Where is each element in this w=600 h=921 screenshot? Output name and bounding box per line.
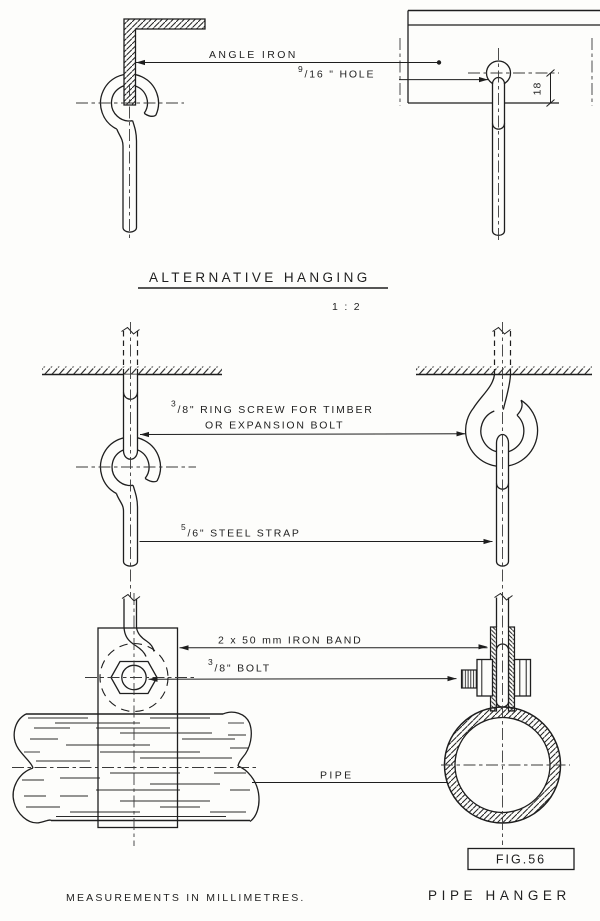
iron-band-text: 2 x 50 mm IRON BAND [218, 635, 362, 647]
ring-screw-text-line2: OR EXPANSION BOLT [205, 420, 344, 432]
fig-ring-screw-side [42, 322, 222, 597]
angle-iron-text: ANGLE IRON [209, 49, 298, 61]
pipe-text: PIPE [320, 770, 354, 782]
fig-plate-hole: 18 [399, 9, 600, 243]
arrowhead-right [483, 538, 493, 545]
bolt-nut [476, 658, 494, 697]
ceiling-hatch [42, 366, 222, 375]
bolt-text: /8" BOLT [215, 663, 271, 675]
ring-screw-sup-text: 3 [171, 399, 177, 409]
iron-band-front [97, 627, 179, 829]
label-hole: 9 /16 " HOLE [298, 64, 488, 83]
fig-hanger-front [12, 593, 260, 846]
arrowhead-right [447, 676, 457, 682]
fig-angle-iron-hook [76, 18, 206, 241]
leader-dot [436, 60, 442, 65]
scale-text: 1 : 2 [332, 301, 361, 313]
label-steel-strap: 5 /6" STEEL STRAP [139, 522, 493, 545]
fig-ring-screw-front [416, 322, 592, 600]
arrowhead-left [148, 676, 158, 682]
dim-18-text: 18 [532, 82, 544, 96]
band-strap-right [507, 626, 516, 712]
bolt-thread [460, 669, 478, 689]
steel-strap-text: /6" STEEL STRAP [188, 528, 301, 540]
hole-sup-text: 9 [298, 64, 304, 74]
measurement-note: MEASUREMENTS IN MILLIMETRES. [66, 892, 306, 904]
steel-strap-sup-text: 5 [181, 522, 187, 532]
figure-number-text: FIG.56 [496, 853, 546, 867]
section-title: ALTERNATIVE HANGING 1 : 2 [138, 270, 388, 313]
arrowhead-right [456, 431, 466, 437]
arrowhead-right [479, 77, 488, 83]
pipe-front [12, 711, 260, 824]
figure-number-box: FIG.56 [467, 847, 575, 871]
arrowhead-right [478, 644, 488, 650]
arrowhead-left [140, 431, 149, 438]
drawing-caption: PIPE HANGER [428, 888, 571, 903]
label-pipe: PIPE [252, 770, 447, 783]
hole-text: /16 " HOLE [305, 69, 376, 81]
label-bolt: 3 /8" BOLT [148, 657, 457, 682]
ring-screw-text: /8" RING SCREW FOR TIMBER [178, 404, 374, 416]
ceiling-hatch [416, 366, 592, 375]
pipe-texture [22, 717, 250, 817]
title-text: ALTERNATIVE HANGING [149, 270, 371, 285]
arrowhead-left [179, 645, 189, 651]
bolt-head [513, 658, 532, 697]
fig-hanger-side [441, 592, 570, 845]
bolt-sup-text: 3 [208, 657, 214, 667]
dimension-18: 18 [532, 69, 555, 107]
arrowhead-left [136, 59, 145, 66]
label-angle-iron: ANGLE IRON [136, 49, 442, 66]
label-iron-band: 2 x 50 mm IRON BAND [179, 635, 488, 651]
label-ring-screw: 3 /8" RING SCREW FOR TIMBER OR EXPANSION… [139, 399, 466, 438]
